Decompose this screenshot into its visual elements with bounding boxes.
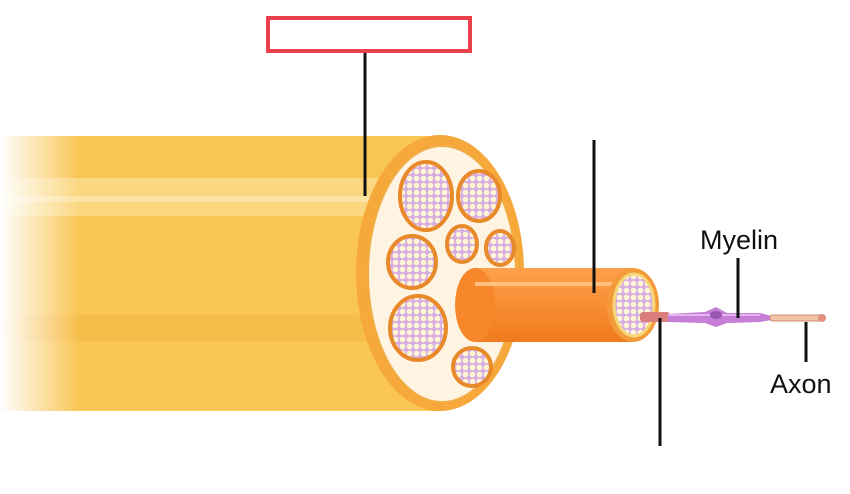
fascicle-section xyxy=(456,169,502,223)
fascicle-section xyxy=(484,229,516,267)
axon-core xyxy=(769,314,823,322)
fascicle-section xyxy=(388,294,448,362)
fascicle-section xyxy=(451,346,493,388)
label-myelin: Myelin xyxy=(700,225,778,255)
fascicle-cylinder xyxy=(455,268,659,342)
fascicle-section xyxy=(386,234,438,290)
nerve-fiber xyxy=(640,307,826,327)
fascicles xyxy=(386,160,516,388)
axon-core xyxy=(640,312,670,322)
fascicle-section xyxy=(398,160,454,232)
label-axon: Axon xyxy=(770,369,832,399)
leader-lines xyxy=(363,52,808,446)
blank-label-box[interactable] xyxy=(266,16,472,53)
fascicle-section xyxy=(445,224,479,264)
